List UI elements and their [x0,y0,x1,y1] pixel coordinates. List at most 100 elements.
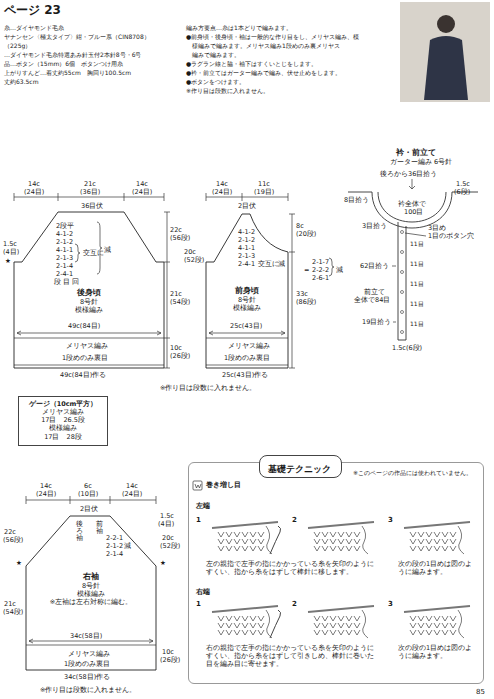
technique-text: 次の段の1目めは図のように編みます。 [398,644,476,660]
dimension-label: 11目 [410,240,424,248]
stitch [410,623,416,628]
stitch [442,616,448,621]
needle [404,606,470,612]
piece-outline-path [26,516,156,670]
stitch [426,623,432,628]
photo [400,2,490,102]
dimension-label: (4目) [3,248,19,256]
dimension-label: 2目伏 [238,202,256,210]
stitch [338,532,344,537]
stitch [442,546,448,551]
bracket [75,222,334,276]
dimension-label: (24目) [122,490,142,498]
stitch [242,616,248,621]
stitch [450,532,456,537]
dimension-label: 6c [84,482,92,490]
dimension-label: 2-4-1 [56,270,73,278]
pattern-note: ●衿・前立てはガーター編みで編み、伏せ止めをします。 [186,69,341,77]
text-stack: ゲージ（10cm平方）メリヤス編み17目 26.5段模様編み17目 28段 [19,397,107,441]
stitch [322,532,328,537]
dimension-label: 21c [170,290,182,298]
stitch [346,546,352,551]
stitch [450,623,456,628]
stitch [226,532,232,537]
leader-line [392,179,426,322]
stitch [426,630,432,635]
pattern-note: 上がりすんど…着丈約55cm 胸回り100.5cm [4,69,131,77]
piece-text: 模様編み [26,590,156,598]
stitch [346,623,352,628]
dimension-label: (54段) [170,298,190,306]
stitch [258,539,264,544]
dimension-label: 衿全体で [398,200,426,208]
pattern-piece: 右袖8号針模様編み※左袖は左右対称に編む。 [26,516,156,670]
stitch [218,539,224,544]
dimension-label: 21c [4,600,16,608]
stitch [242,532,248,537]
dimension-label: (24目) [36,490,56,498]
dimension-label: (56段) [170,234,190,242]
dimension-label: 2-1-3 [238,252,255,260]
piece-text: 8号針 [206,296,288,304]
band-line [14,338,288,645]
stitch [226,546,232,551]
text-stack: 後身頃8号針模様編み [14,212,164,314]
dimension-label: 2-4-1 [238,260,255,268]
dimension-label: ★ [5,257,11,265]
knitting-sketch [404,606,470,638]
technique-text: 巻き増し目 [206,481,241,489]
text-stack: 右袖8号針模様編み※左袖は左右対称に編む。 [26,516,156,606]
dimension-line [14,193,295,504]
piece-text: メリヤス編み [19,408,107,416]
stitch [234,616,240,621]
pattern-note: ヤナンセン〈極太タイプ〉紺・ブルー系（CIN8708） [4,33,150,41]
stitch [426,532,432,537]
stitch [410,616,416,621]
stitch [426,539,432,544]
technique-text: 右の親指で左手の指にかかっている糸を矢印のようにすくい、指から糸をはずして引きし… [206,644,376,668]
dimension-label: (20段) [296,230,316,238]
technique-text: 3 [388,516,393,524]
needle [308,522,374,528]
knitting-sketch [308,522,374,554]
stitch [442,630,448,635]
pattern-note: 編み方要点…糸は1本どりで編みます。 [186,24,292,32]
technique-text: 左の親指で左手の指にかかっている糸を矢印のようにすくい、指から糸をはずして棒針に… [206,560,376,576]
pattern-note: （225g） [4,42,31,50]
pattern-note: ●ラグラン線と脇・袖下はすくいとじをします。 [186,60,317,68]
pattern-note: 丈約63.5cm [4,78,39,86]
dimension-label: 段 目 回 [54,278,79,286]
yarn [266,526,272,554]
stitch [250,630,256,635]
technique-text: 右端 [196,588,210,596]
technique-text: 2 [292,600,297,608]
dimension-label: 8目拾う [344,196,369,204]
stitch [258,546,264,551]
dimension-label: 2-6-1 [312,274,329,282]
dimension-label: (24目) [24,188,44,196]
dimension-label: ★ [160,559,166,567]
stitch [330,546,336,551]
yarn [362,610,368,638]
yarn [266,610,272,638]
stitch [410,532,416,537]
dimension-label: 2-1-4 [106,550,123,558]
stitch [258,623,264,628]
technique-icon-mark [195,484,201,488]
technique-text: 次の段の1目めは図のように編みます。 [398,560,476,576]
stitch [450,616,456,621]
stitch [242,546,248,551]
piece-text: ※左袖は左右対称に編む。 [26,598,156,606]
dimension-label: 14c [28,180,40,188]
piece-title: 基礎テクニック [268,464,331,475]
stitch [322,539,328,544]
stitch [434,623,440,628]
dimension-label: 1.5c [456,180,470,188]
dimension-label: 25c(43目)作る [222,371,268,379]
dimension-label: 1目のボタン穴 [428,232,474,240]
stitch [242,623,248,628]
dimension-label: メリヤス編み [66,342,108,350]
stitch [314,616,320,621]
stitch [410,630,416,635]
dimension-label: (52段) [160,542,180,550]
